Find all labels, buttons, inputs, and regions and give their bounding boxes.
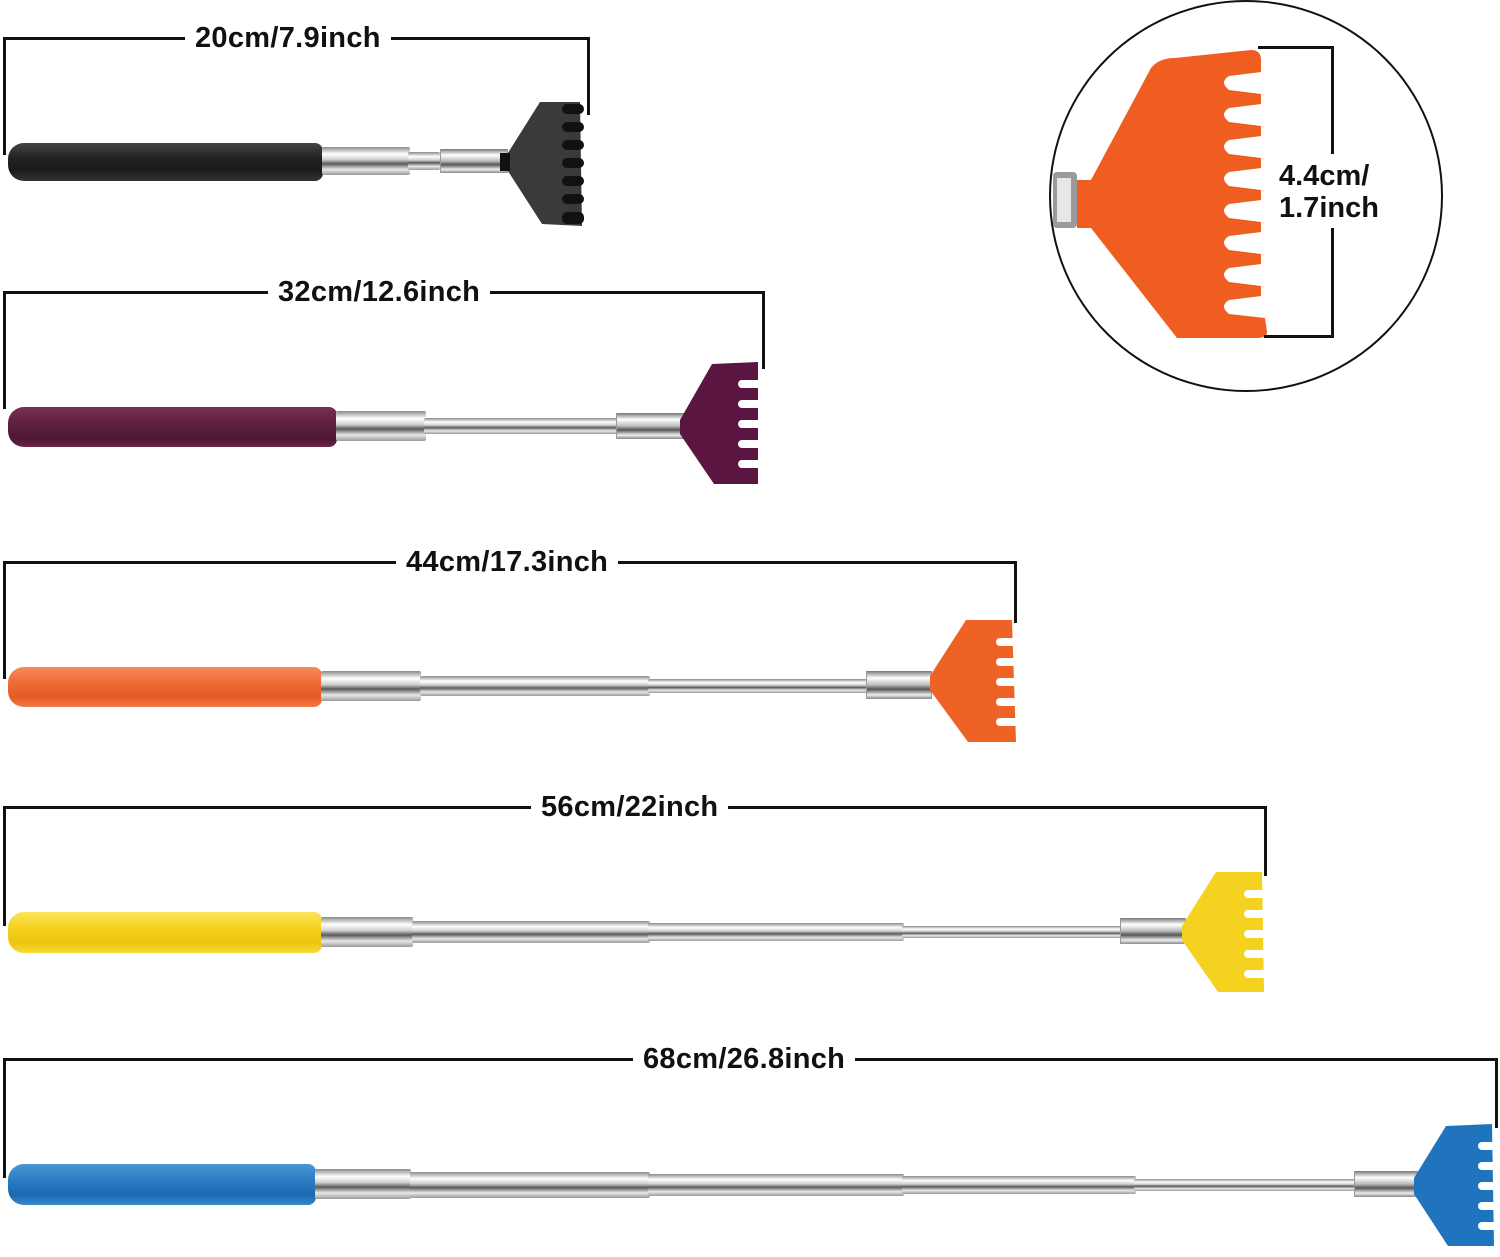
dimension-line-vertical-bottom — [1331, 228, 1334, 338]
dimension-tick-left — [3, 1058, 6, 1178]
collar — [866, 671, 932, 699]
dimension-tick-left — [3, 37, 6, 155]
rake-head-icon — [1414, 1124, 1500, 1246]
tube-segment — [902, 1176, 1136, 1194]
collar — [1120, 918, 1186, 944]
tube-segment — [902, 926, 1122, 938]
collar — [616, 413, 684, 439]
tube-segment — [321, 917, 413, 947]
handle — [8, 143, 323, 181]
tube-segment — [315, 1169, 411, 1199]
dimension-line-bottom — [1264, 335, 1334, 338]
tube-segment — [408, 152, 440, 170]
collar — [1354, 1171, 1418, 1197]
tube-segment — [648, 679, 868, 693]
length-label: 68cm/26.8inch — [633, 1042, 856, 1076]
dimension-tick-left — [3, 561, 6, 679]
head-width-inch: 1.7inch — [1279, 192, 1379, 224]
dimension-tick-right — [1014, 561, 1017, 623]
rake-head-icon — [930, 620, 1020, 742]
handle — [8, 1164, 316, 1205]
handle — [8, 667, 322, 707]
tube-segment — [424, 418, 620, 434]
handle — [8, 407, 337, 447]
collar — [440, 149, 508, 173]
dimension-tick-right — [762, 291, 765, 369]
orange-rake-head-icon — [1053, 50, 1267, 338]
tube-segment — [420, 676, 650, 696]
length-label: 32cm/12.6inch — [268, 275, 491, 309]
rake-head-icon — [680, 362, 762, 484]
dimension-tick-left — [3, 806, 6, 926]
rake-head-icon — [500, 102, 584, 226]
tube-segment — [322, 147, 410, 175]
dimension-tick-left — [3, 291, 6, 409]
rake-head-detail-inset: 4.4cm/ 1.7inch — [1049, 0, 1443, 392]
head-width-cm: 4.4cm/ — [1279, 160, 1370, 192]
length-label: 44cm/17.3inch — [396, 545, 619, 579]
dimension-line-top — [1258, 46, 1334, 49]
length-label: 20cm/7.9inch — [185, 21, 391, 55]
handle — [8, 912, 322, 953]
tube-segment — [648, 1174, 904, 1196]
dimension-tick-right — [1264, 806, 1267, 876]
tube-segment — [648, 923, 904, 941]
tube-segment — [410, 1172, 650, 1198]
dimension-line-vertical-top — [1331, 46, 1334, 154]
tube-segment — [412, 921, 650, 943]
tube-segment — [336, 411, 426, 441]
dimension-tick-right — [1495, 1058, 1498, 1128]
rake-head-icon — [1182, 872, 1268, 992]
tube-segment — [1134, 1179, 1356, 1191]
head-width-label: 4.4cm/ 1.7inch — [1279, 160, 1379, 224]
tube-segment — [321, 671, 421, 701]
length-label: 56cm/22inch — [531, 790, 729, 824]
dimension-tick-right — [587, 37, 590, 115]
